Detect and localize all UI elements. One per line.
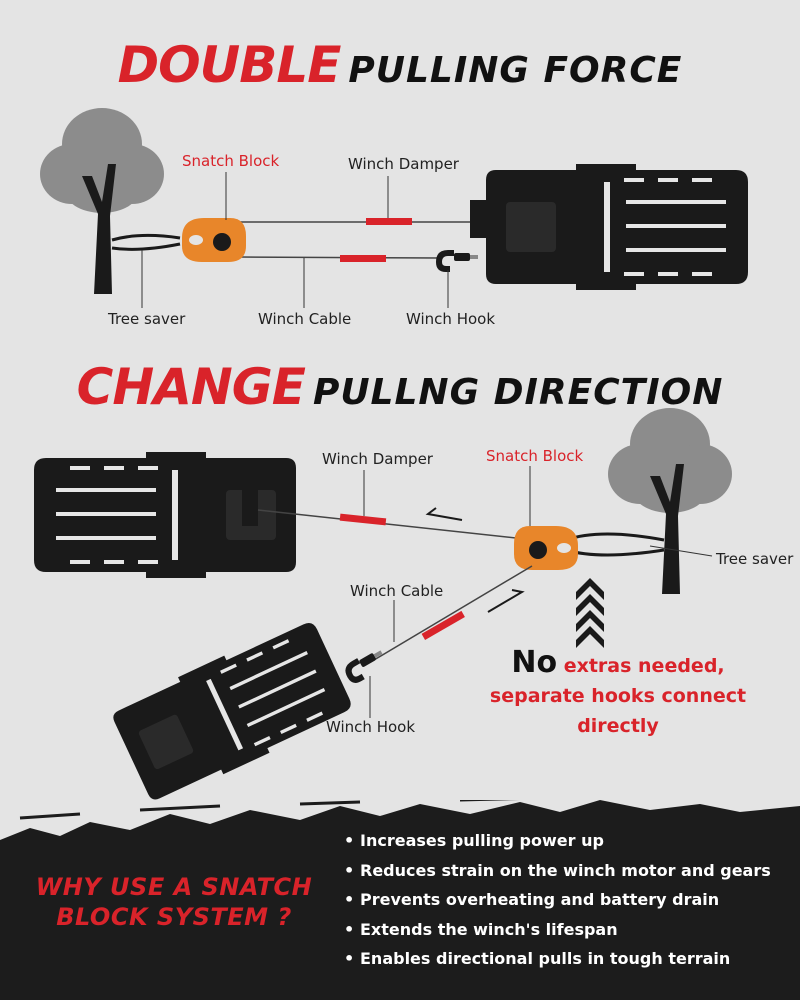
winch-damper-icon	[421, 610, 465, 640]
tree-icon	[40, 108, 164, 294]
winch-hook-icon	[341, 646, 389, 687]
snatch-block-icon	[182, 218, 246, 262]
label-snatch-block: Snatch Block	[486, 447, 584, 465]
label-snatch-block: Snatch Block	[182, 152, 280, 170]
note-line2: separate hooks connect directly	[489, 685, 747, 737]
label-tree-saver: Tree saver	[108, 310, 186, 328]
label-winch-damper: Winch Damper	[348, 155, 459, 173]
list-item: •Increases pulling power up	[344, 831, 604, 850]
label-winch-cable: Winch Cable	[350, 582, 444, 600]
tree-saver-strap	[111, 233, 181, 242]
why-heading: WHY USE A SNATCH BLOCK SYSTEM ?	[14, 872, 334, 932]
arrow-icon	[487, 589, 525, 613]
list-item: •Prevents overheating and battery drain	[344, 890, 720, 909]
why-line1: WHY USE A SNATCH	[35, 873, 313, 901]
list-item-text: Increases pulling power up	[360, 831, 604, 850]
label-tree-saver: Tree saver	[716, 550, 794, 568]
bottom-brush-band	[0, 800, 800, 1000]
list-item: •Extends the winch's lifespan	[344, 919, 618, 939]
winch-cable-lower	[373, 565, 533, 661]
arrow-icon	[425, 507, 463, 521]
no-extras-note: No extras needed, separate hooks connect…	[468, 648, 768, 741]
snatch-block-icon	[514, 526, 578, 570]
list-item-text: Reduces strain on the winch motor and ge…	[360, 860, 771, 880]
truck-icon	[486, 164, 748, 290]
list-item-text: Enables directional pulls in tough terra…	[360, 949, 731, 968]
label-winch-hook: Winch Hook	[326, 718, 416, 736]
note-no: No	[511, 645, 558, 680]
winch-damper-icon	[340, 255, 386, 262]
list-item: •Enables directional pulls in tough terr…	[344, 949, 731, 968]
winch-damper-icon	[366, 218, 412, 225]
title-black-words: PULLNG DIRECTION	[312, 372, 724, 413]
benefits-list: •Increases pulling power up •Reduces str…	[344, 826, 771, 974]
note-line1: extras needed,	[563, 655, 725, 677]
label-winch-damper: Winch Damper	[322, 450, 433, 468]
title-red-word: CHANGE	[76, 358, 306, 416]
winch-hook-icon	[436, 250, 478, 272]
list-item-text: Extends the winch's lifespan	[360, 919, 618, 939]
winch-cable-upper	[257, 509, 535, 541]
winch-damper-icon	[339, 513, 387, 526]
chevron-up-icon	[576, 578, 604, 648]
label-winch-cable: Winch Cable	[258, 310, 352, 328]
truck-icon	[108, 615, 356, 800]
diagram-illustration	[34, 108, 748, 800]
title-red-word: DOUBLE	[117, 36, 342, 94]
tree-icon	[608, 408, 732, 594]
why-line2: BLOCK SYSTEM ?	[56, 903, 292, 931]
title-black-words: PULLING FORCE	[348, 50, 683, 91]
list-item-text: Prevents overheating and battery drain	[360, 890, 720, 909]
leader-line	[649, 545, 713, 557]
tree-saver-strap	[565, 532, 665, 542]
label-winch-hook: Winch Hook	[406, 310, 496, 328]
list-item: •Reduces strain on the winch motor and g…	[344, 860, 771, 880]
